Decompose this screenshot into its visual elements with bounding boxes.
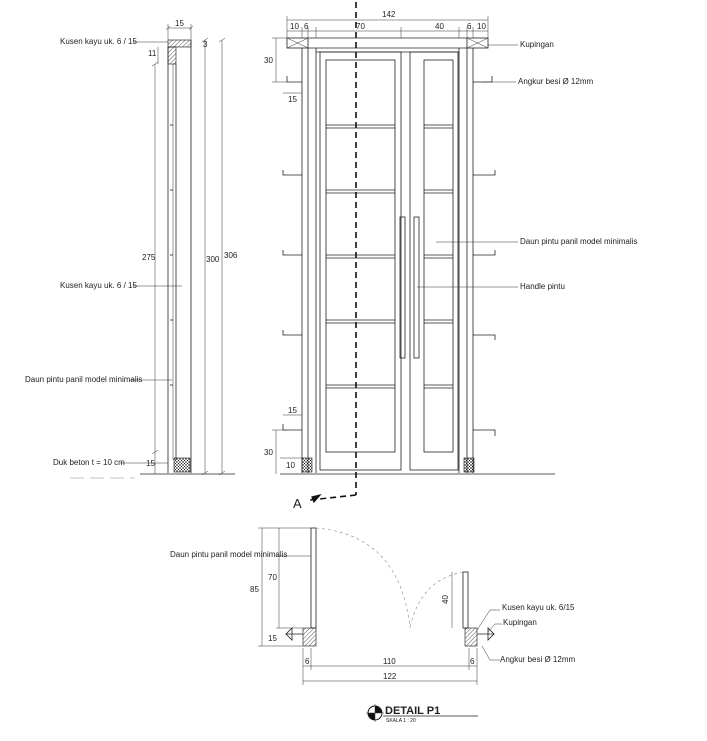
front-leaf-large: [319, 51, 402, 471]
plan-label-daun-pintu: Daun pintu panil model minimalis: [170, 550, 287, 559]
label-daun-pintu: Daun pintu panil model minimalis: [520, 237, 637, 246]
front-kupingan-left: [286, 37, 309, 49]
plan-label-kusen: Kusen kayu uk. 6/15: [502, 603, 575, 612]
handle-right: [413, 216, 420, 359]
plan-dim-122: 122: [383, 672, 397, 681]
side-dim-11: 11: [148, 49, 157, 58]
plan-dim-6-right: 6: [470, 657, 475, 666]
side-label-duk-beton: Duk beton t = 10 cm: [53, 458, 125, 467]
plan-kusen-left: [302, 627, 317, 647]
title-block: DETAIL P1 SKALA 1 : 20: [366, 704, 478, 724]
title-scale: SKALA 1 : 20: [386, 718, 416, 724]
plan-label-angkur: Angkur besi Ø 12mm: [500, 655, 575, 664]
front-bottom-block-left: [301, 457, 313, 473]
side-view: 15 11 3 275 300 306 15 Kusen kayu uk. 6 …: [25, 19, 238, 479]
dim-10-left: 10: [290, 22, 299, 31]
side-kusen-mid: [167, 46, 177, 65]
plan-dim-40: 40: [441, 595, 450, 604]
plan-view: 85 70 15 40 6 110 6 122 Daun pintu panil…: [170, 527, 575, 685]
plan-dim-85: 85: [250, 585, 259, 594]
dim-10-right: 10: [477, 22, 486, 31]
label-handle: Handle pintu: [520, 282, 565, 291]
side-bottom-block: [173, 457, 191, 473]
front-leaf-small: [409, 51, 459, 471]
dim-30-bottom: 30: [264, 448, 273, 457]
dim-10-bottom: 10: [286, 461, 295, 470]
label-kupingan: Kupingan: [520, 40, 554, 49]
front-bottom-block-right: [463, 457, 475, 473]
dim-15-top: 15: [288, 95, 297, 104]
front-kupingan-right: [466, 37, 489, 49]
dim-40: 40: [435, 22, 444, 31]
side-label-kusen-top: Kusen kayu uk. 6 / 15: [60, 37, 137, 46]
plan-dim-6-left: 6: [305, 657, 310, 666]
dim-70: 70: [356, 22, 365, 31]
dim-30-top: 30: [264, 56, 273, 65]
plan-dim-70: 70: [268, 573, 277, 582]
side-dim-275: 275: [142, 253, 156, 262]
side-dim-15-top: 15: [175, 19, 184, 28]
dim-15-bottom: 15: [288, 406, 297, 415]
dim-142: 142: [382, 10, 396, 19]
side-dim-3: 3: [203, 40, 208, 49]
title-text: DETAIL P1: [385, 705, 440, 717]
swing-arc-right: [409, 571, 464, 629]
swing-arc-left: [315, 527, 411, 629]
dim-6-left: 6: [304, 22, 309, 31]
plan-kusen-right: [464, 627, 478, 647]
label-angkur: Angkur besi Ø 12mm: [518, 77, 593, 86]
plan-label-kupingan: Kupingan: [503, 618, 537, 627]
plan-leaf-left: [310, 527, 317, 629]
side-label-kusen-mid: Kusen kayu uk. 6 / 15: [60, 281, 137, 290]
section-marker: A: [293, 496, 302, 511]
side-kusen-top: [167, 39, 192, 48]
side-dim-15-bottom: 15: [146, 459, 155, 468]
handle-left: [399, 216, 406, 359]
side-label-daun-pintu: Daun pintu panil model minimalis: [25, 375, 142, 384]
side-dim-300: 300: [206, 255, 220, 264]
plan-dim-15: 15: [268, 634, 277, 643]
dim-6-right: 6: [467, 22, 472, 31]
plan-leaf-right: [462, 571, 469, 629]
front-view: A 142 10 6 70 40 6 10 30 15 15 30 10: [264, 2, 637, 511]
side-dim-306: 306: [224, 251, 238, 260]
plan-dim-110: 110: [383, 657, 396, 666]
